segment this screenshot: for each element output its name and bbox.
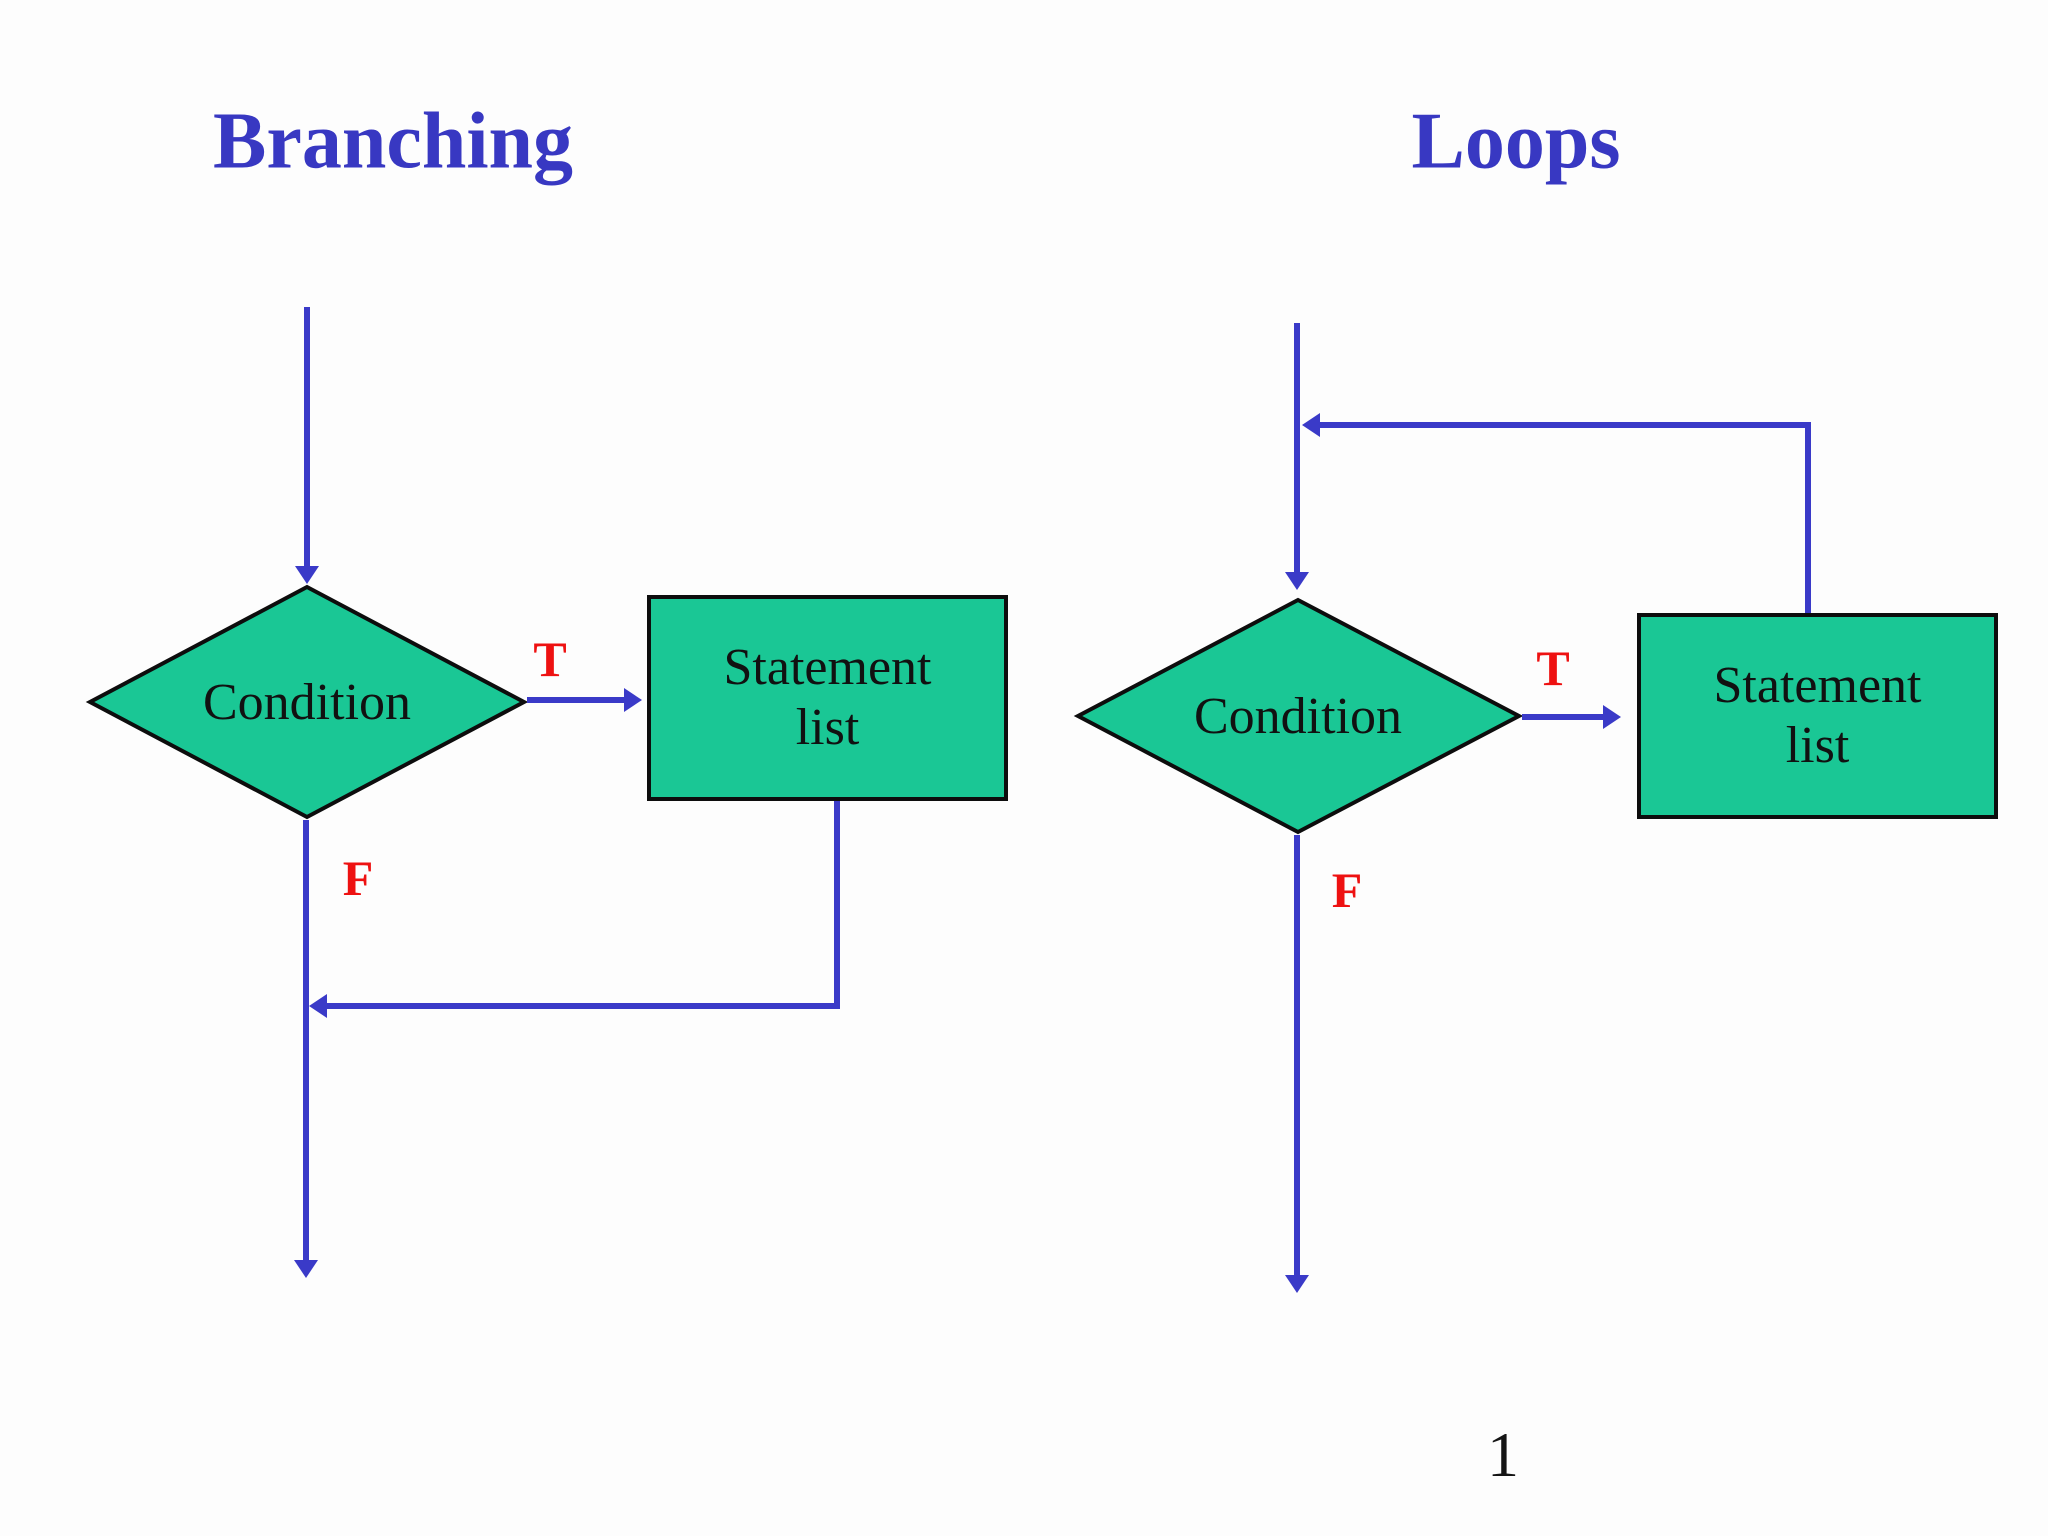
loops-statement-box: Statement list (1637, 613, 1998, 819)
loops-feedback-horizontal-line (1320, 422, 1811, 428)
loops-statement-label: Statement list (1713, 657, 1922, 774)
branching-statement-label: Statement list (723, 639, 932, 756)
loops-entry-arrowhead (1285, 572, 1309, 590)
loops-false-label: F (1331, 862, 1363, 918)
loops-true-arrowhead (1603, 705, 1621, 729)
loops-condition-label: Condition (1193, 687, 1403, 745)
branching-true-line (527, 697, 625, 703)
branching-false-label: F (342, 850, 374, 906)
branching-condition-label: Condition (202, 673, 412, 731)
branching-entry-arrowhead (295, 566, 319, 584)
branching-return-arrowhead (309, 994, 327, 1018)
branching-true-arrowhead (624, 688, 642, 712)
loops-condition-diamond (1073, 597, 1524, 835)
branching-return-down-line (834, 801, 840, 1009)
branching-entry-line (304, 307, 310, 568)
branching-true-label: T (533, 631, 567, 687)
loops-entry-line (1294, 323, 1300, 574)
branching-statement-box: Statement list (647, 595, 1008, 801)
branching-exit-arrowhead (294, 1260, 318, 1278)
loops-true-line (1522, 714, 1604, 720)
branching-return-horizontal-line (327, 1003, 837, 1009)
loops-exit-arrowhead (1285, 1275, 1309, 1293)
branching-condition-diamond (85, 584, 529, 820)
loops-feedback-arrowhead (1302, 413, 1320, 437)
branching-condition-diamond-shape (85, 584, 529, 820)
branching-false-line (303, 820, 309, 1261)
loops-title: Loops (1411, 97, 1621, 186)
page-number: 1 (1487, 1419, 1519, 1490)
loops-feedback-up-line (1805, 422, 1811, 616)
loops-true-label: T (1536, 640, 1570, 696)
loops-condition-diamond-shape (1073, 597, 1524, 835)
loops-false-line (1294, 835, 1300, 1276)
branching-title: Branching (212, 97, 574, 186)
